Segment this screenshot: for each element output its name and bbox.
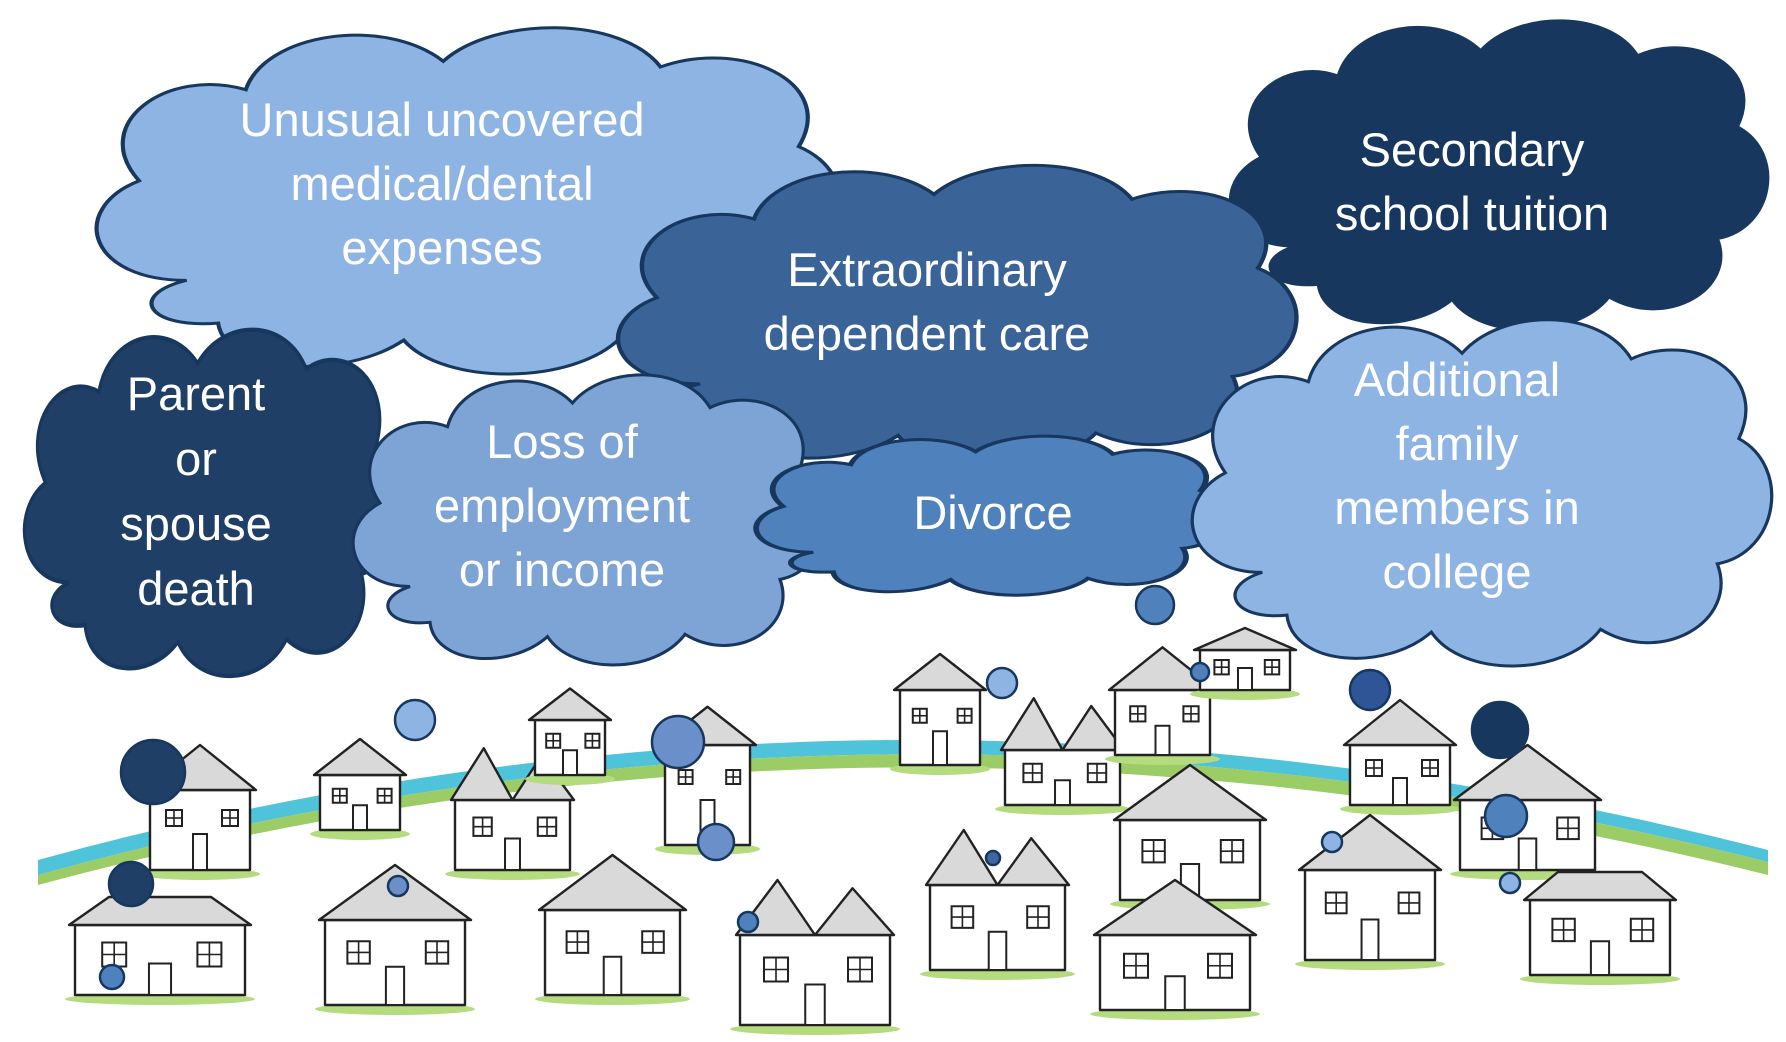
house xyxy=(315,863,475,1015)
house xyxy=(1110,763,1270,910)
thought-bubble xyxy=(119,738,187,806)
cloud-college: Additional family members in college xyxy=(1190,318,1774,668)
thought-bubble xyxy=(1498,871,1522,895)
thought-bubble xyxy=(107,860,155,908)
house xyxy=(920,828,1075,980)
cloud-medical: Unusual uncovered medical/dental expenses xyxy=(97,28,841,374)
cloud-label-line: college xyxy=(1383,545,1532,598)
thought-bubble xyxy=(650,714,706,770)
house xyxy=(140,743,260,880)
thought-bubble xyxy=(98,963,126,991)
cloud-label-line: Divorce xyxy=(913,486,1072,539)
cloud-dependent-care: Extraordinary dependent care xyxy=(618,165,1296,464)
thought-bubble xyxy=(1189,661,1211,683)
cloud-tuition: Secondary school tuition xyxy=(1228,19,1770,332)
house xyxy=(995,697,1130,815)
house xyxy=(890,652,990,775)
house xyxy=(1450,743,1605,880)
cloud-label-line: Secondary xyxy=(1360,123,1585,176)
cloud-label-line: spouse xyxy=(120,497,272,550)
cloud-label-line: medical/dental xyxy=(290,157,593,210)
thought-bubble xyxy=(1348,668,1392,712)
cloud-label-line: members in xyxy=(1334,481,1580,534)
cloud-label-line: death xyxy=(137,562,255,615)
house xyxy=(535,853,690,1005)
house xyxy=(1090,878,1260,1020)
thought-bubble xyxy=(1134,584,1176,626)
cloud-label-line: Loss of xyxy=(486,415,638,468)
cloud-label-line: Parent xyxy=(127,367,265,420)
clouds-layer: Unusual uncovered medical/dental expenses S… xyxy=(24,19,1774,676)
house xyxy=(65,895,255,1005)
thought-bubble xyxy=(985,666,1019,700)
cloud-parent-death: Parent or spouse death xyxy=(24,330,396,676)
house xyxy=(1295,813,1445,970)
houses-layer xyxy=(65,626,1680,1035)
cloud-divorce: Divorce xyxy=(756,436,1227,595)
thought-bubble xyxy=(393,698,437,742)
cloud-label-line: Extraordinary xyxy=(787,243,1067,296)
house xyxy=(1105,646,1220,765)
cloud-label-line: expenses xyxy=(341,221,542,274)
thought-bubble xyxy=(1483,793,1529,839)
cloud-label-line: school tuition xyxy=(1335,187,1609,240)
thought-bubble xyxy=(736,910,760,934)
cloud-label-line: dependent care xyxy=(764,307,1091,360)
cloud-label-line: or xyxy=(175,432,217,485)
house xyxy=(445,747,580,880)
cloud-label-line: employment xyxy=(434,479,690,532)
cloud-label-line: or income xyxy=(459,543,665,596)
house xyxy=(1340,698,1460,815)
house xyxy=(310,737,410,840)
house xyxy=(730,878,900,1035)
thought-bubble xyxy=(1470,700,1530,760)
thought-bubble xyxy=(1320,830,1344,854)
house xyxy=(525,687,615,785)
bubbles-layer xyxy=(98,584,1530,991)
thought-bubble xyxy=(696,822,736,862)
cloud-label-line: Unusual uncovered xyxy=(240,93,645,146)
thought-bubble xyxy=(386,874,410,898)
cloud-label-line: Additional xyxy=(1354,353,1560,406)
thought-bubble xyxy=(984,849,1002,867)
cloud-label-line: family xyxy=(1396,417,1519,470)
house xyxy=(1520,870,1680,985)
house xyxy=(1190,626,1300,700)
cloud-employment: Loss of employment or income xyxy=(351,373,826,667)
